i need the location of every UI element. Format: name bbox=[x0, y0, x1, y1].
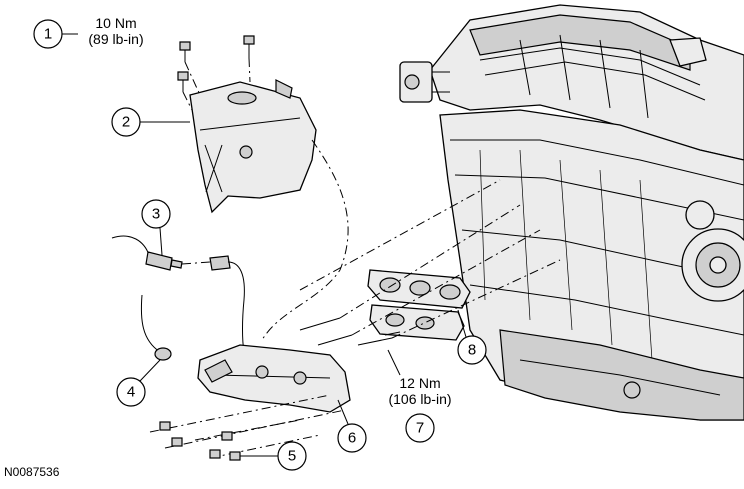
callout-6: 6 bbox=[337, 399, 367, 453]
heat-shield-bolts bbox=[177, 35, 255, 111]
svg-text:7: 7 bbox=[416, 420, 424, 437]
callout-8: 8 bbox=[457, 309, 487, 365]
svg-text:4: 4 bbox=[127, 384, 135, 401]
exhaust-gasket bbox=[367, 269, 471, 341]
svg-text:1: 1 bbox=[44, 26, 52, 43]
svg-text:2: 2 bbox=[122, 114, 130, 131]
oxygen-sensor bbox=[111, 235, 255, 363]
callout-5: 5 bbox=[240, 441, 307, 471]
torque-bottom-imperial: (106 lb-in) bbox=[388, 391, 451, 407]
callout-1: 1 bbox=[33, 19, 78, 49]
engine-assembly bbox=[399, 4, 744, 421]
svg-text:6: 6 bbox=[348, 430, 356, 447]
callout-3: 3 bbox=[141, 199, 171, 256]
shield-mount-path bbox=[261, 139, 349, 341]
callout-7: 7 bbox=[405, 413, 435, 443]
callout-4: 4 bbox=[116, 359, 161, 407]
heat-shield bbox=[189, 79, 317, 214]
exhaust-manifold bbox=[140, 294, 351, 413]
manifold-studs bbox=[299, 179, 561, 346]
figure-id: N0087536 bbox=[4, 465, 60, 479]
torque-bottom-leader bbox=[387, 349, 401, 376]
torque-top-imperial: (89 lb-in) bbox=[88, 31, 143, 47]
torque-bottom-value: 12 Nm bbox=[399, 375, 440, 391]
svg-text:8: 8 bbox=[468, 342, 476, 359]
svg-text:5: 5 bbox=[288, 448, 296, 465]
manifold-nuts bbox=[149, 394, 346, 461]
torque-top-value: 10 Nm bbox=[95, 15, 136, 31]
svg-text:3: 3 bbox=[152, 206, 160, 223]
callout-2: 2 bbox=[111, 107, 190, 137]
